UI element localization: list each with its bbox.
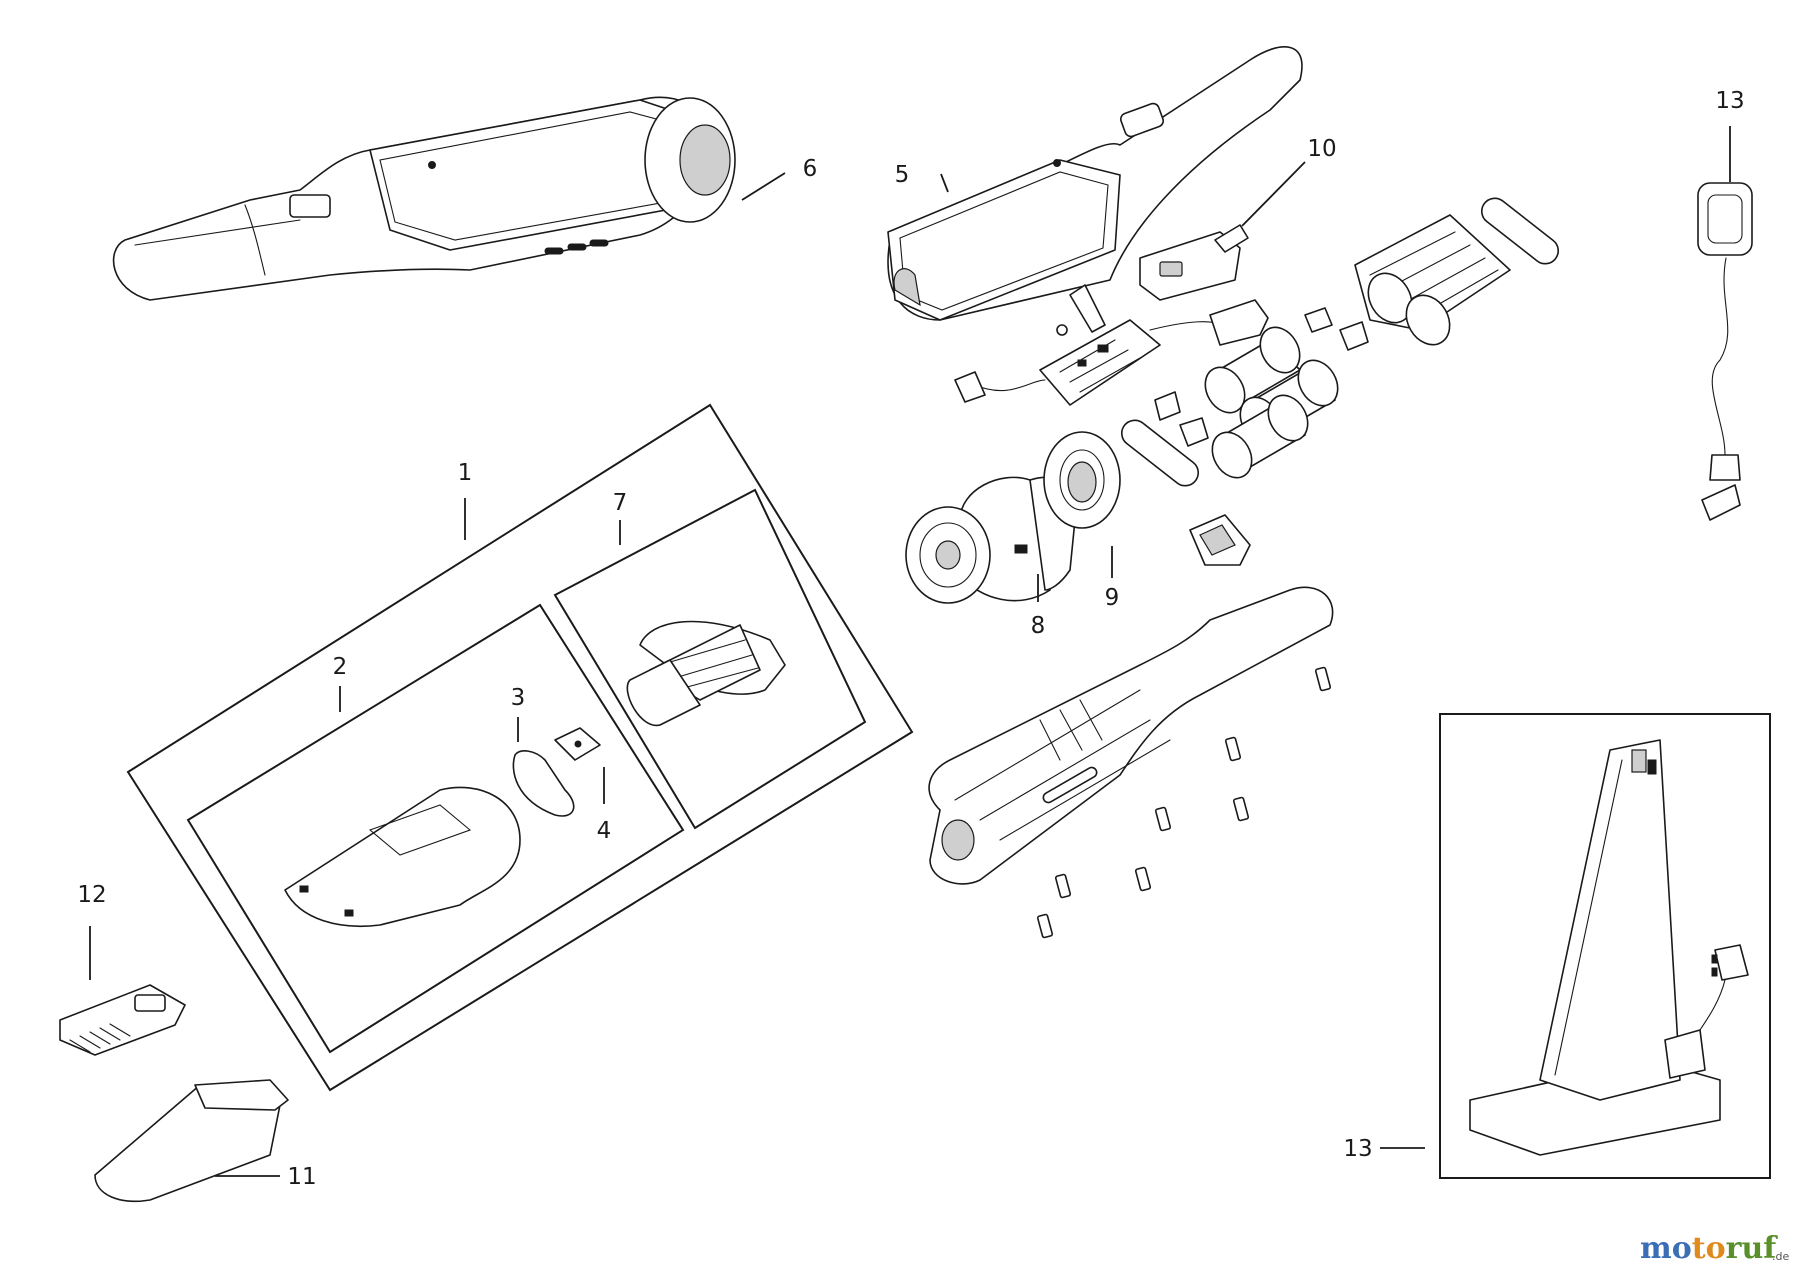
catch-4 bbox=[554, 727, 601, 761]
callout-8: 8 bbox=[1031, 613, 1046, 639]
lower-housing bbox=[928, 586, 1334, 885]
callout-13-cable: 13 bbox=[1715, 88, 1744, 114]
callout-3: 3 bbox=[511, 685, 526, 711]
kit-frame-1 bbox=[126, 403, 914, 1092]
filter-cone bbox=[626, 620, 786, 726]
callout-4: 4 bbox=[597, 818, 612, 844]
callout-labels: 1 2 3 4 5 6 7 8 9 10 11 12 13 13 bbox=[77, 88, 1744, 1190]
kit-frame-7 bbox=[553, 488, 867, 830]
callout-9: 9 bbox=[1105, 585, 1120, 611]
motoruf-watermark: motoruf .de bbox=[1640, 1231, 1789, 1266]
callout-5: 5 bbox=[895, 162, 910, 188]
electronics-parts bbox=[954, 224, 1369, 447]
watermark-suffix: .de bbox=[1772, 1250, 1789, 1263]
filter-door-3 bbox=[512, 750, 575, 817]
battery-cells bbox=[1204, 326, 1339, 479]
watermark-brand: motoruf bbox=[1640, 1231, 1778, 1266]
battery-holder bbox=[1120, 197, 1560, 487]
callout-12: 12 bbox=[77, 882, 106, 908]
motor-assembly bbox=[905, 431, 1121, 604]
screws bbox=[1036, 666, 1332, 939]
charging-station-frame bbox=[1439, 713, 1771, 1179]
callout-1: 1 bbox=[458, 460, 473, 486]
charger-cable bbox=[1697, 182, 1753, 521]
brush-tool-12 bbox=[59, 984, 186, 1056]
callout-2: 2 bbox=[333, 654, 348, 680]
crevice-tool-11 bbox=[94, 1079, 289, 1202]
callout-10: 10 bbox=[1307, 136, 1336, 162]
release-latch bbox=[1189, 514, 1251, 566]
callout-11: 11 bbox=[287, 1164, 316, 1190]
callout-13-station: 13 bbox=[1343, 1136, 1372, 1162]
assembled-vacuum bbox=[112, 96, 736, 301]
dust-bowl bbox=[284, 786, 521, 928]
callout-7: 7 bbox=[613, 490, 628, 516]
leader-lines bbox=[89, 126, 1731, 1177]
kit-frame-2 bbox=[186, 603, 685, 1054]
charging-station bbox=[1469, 739, 1749, 1156]
callout-6: 6 bbox=[803, 156, 818, 182]
upper-housing-part bbox=[887, 46, 1303, 321]
